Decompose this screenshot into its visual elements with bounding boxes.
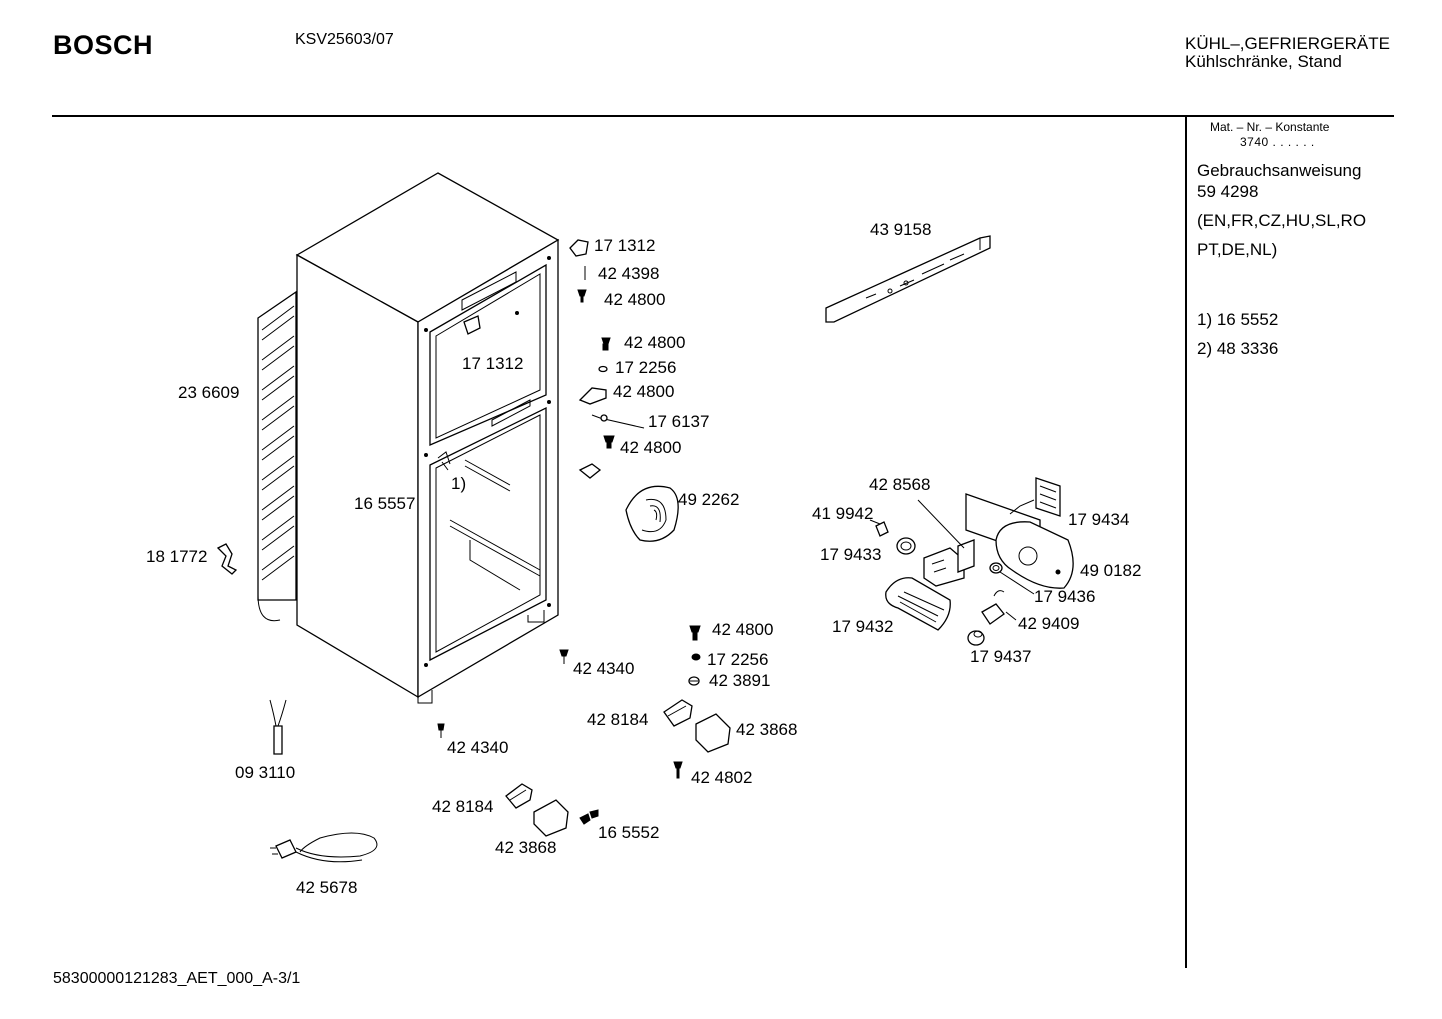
top-hinge-part bbox=[569, 239, 589, 257]
leader-line bbox=[917, 499, 1035, 621]
part-label: 42 4800 bbox=[613, 382, 674, 401]
part-label: 17 9436 bbox=[1034, 587, 1095, 606]
part-label: 42 4800 bbox=[620, 438, 681, 457]
part-label: 42 8184 bbox=[587, 710, 648, 729]
note-2: 2) 48 3336 bbox=[1197, 339, 1279, 358]
languages-line2: PT,DE,NL) bbox=[1197, 240, 1278, 259]
mat-nr-value: 3740 . . . . . . bbox=[1240, 135, 1315, 149]
part-label: 17 1312 bbox=[594, 236, 655, 255]
lamp-socket-part bbox=[923, 547, 965, 587]
part-label: 42 8568 bbox=[869, 475, 930, 494]
part-label: 17 9437 bbox=[970, 647, 1031, 666]
manual-number: 59 4298 bbox=[1197, 182, 1259, 201]
lamp-holder-part bbox=[896, 537, 916, 555]
part-label: 42 4340 bbox=[573, 659, 634, 678]
part-label: 42 4340 bbox=[447, 738, 508, 757]
seal-ring-part bbox=[989, 562, 1003, 574]
bracket-part bbox=[216, 543, 238, 575]
languages-line1: (EN,FR,CZ,HU,SL,RO bbox=[1197, 211, 1367, 230]
part-label: 17 9433 bbox=[820, 545, 881, 564]
cabinet-body bbox=[295, 172, 560, 704]
washer-part bbox=[598, 365, 608, 373]
screw-part bbox=[579, 809, 599, 825]
model-number: KSV25603/07 bbox=[295, 31, 394, 48]
part-label: 17 9432 bbox=[832, 617, 893, 636]
part-label: 42 4398 bbox=[598, 264, 659, 283]
screw-part bbox=[601, 337, 611, 351]
part-label: 17 2256 bbox=[615, 358, 676, 377]
foot-cover-part bbox=[695, 713, 731, 753]
manual-label: Gebrauchsanweisung bbox=[1197, 161, 1362, 180]
washer-part bbox=[691, 653, 701, 661]
part-label: 42 3868 bbox=[495, 838, 556, 857]
part-label: 17 2256 bbox=[707, 650, 768, 669]
part-label: 49 2262 bbox=[678, 490, 739, 509]
brand-logo: BOSCH bbox=[53, 30, 154, 60]
thermostat-housing-part bbox=[965, 493, 1074, 589]
document-code: 58300000121283_AET_000_A-3/1 bbox=[53, 970, 301, 987]
part-label: 42 3868 bbox=[736, 720, 797, 739]
part-label: 23 6609 bbox=[178, 383, 239, 402]
bulb-part bbox=[869, 519, 889, 537]
part-label: 42 5678 bbox=[296, 878, 357, 897]
part-label: 42 4800 bbox=[624, 333, 685, 352]
sidebar-divider bbox=[1185, 116, 1187, 968]
bracket-part bbox=[663, 699, 693, 727]
part-label: 17 6137 bbox=[648, 412, 709, 431]
screw-part bbox=[437, 723, 445, 738]
part-label: 43 9158 bbox=[870, 220, 931, 239]
power-cord-part bbox=[270, 832, 378, 863]
part-label: 17 9434 bbox=[1068, 510, 1129, 529]
screw-part bbox=[673, 761, 683, 779]
sensor-part bbox=[269, 699, 287, 755]
part-label: 16 5557 bbox=[354, 494, 415, 513]
note-reference: 1) bbox=[451, 474, 466, 493]
connector-part bbox=[1009, 477, 1061, 517]
part-label: 16 5552 bbox=[598, 823, 659, 842]
foot-cover-part bbox=[533, 799, 569, 837]
screw-part bbox=[577, 289, 587, 303]
part-label: 42 3891 bbox=[709, 671, 770, 690]
part-label: 18 1772 bbox=[146, 547, 207, 566]
control-panel-part bbox=[825, 235, 991, 323]
fan-cover-part bbox=[625, 485, 679, 542]
category-title: KÜHL–,GEFRIERGERÄTE bbox=[1185, 34, 1390, 53]
screw-part bbox=[603, 435, 615, 449]
condenser-coil bbox=[257, 290, 297, 622]
category-block: KÜHL–,GEFRIERGERÄTE Kühlschränke, Stand bbox=[1185, 35, 1390, 71]
mat-nr-label: Mat. – Nr. – Konstante bbox=[1210, 120, 1330, 134]
pcb-part bbox=[957, 539, 975, 573]
screw-part bbox=[559, 649, 569, 664]
bracket-part bbox=[505, 783, 533, 809]
switch-part bbox=[981, 590, 1005, 625]
lamp-cover-part bbox=[885, 577, 951, 631]
clip-part bbox=[578, 463, 602, 479]
part-label: 09 3110 bbox=[235, 763, 295, 782]
part-label: 42 4800 bbox=[604, 290, 665, 309]
part-label: 42 8184 bbox=[432, 797, 493, 816]
part-label: 41 9942 bbox=[812, 504, 873, 523]
part-label: 17 1312 bbox=[462, 354, 523, 373]
note-1: 1) 16 5552 bbox=[1197, 310, 1279, 329]
screw-part bbox=[689, 625, 701, 641]
bracket-part bbox=[578, 387, 607, 405]
header-divider bbox=[52, 115, 1394, 117]
part-label: 49 0182 bbox=[1080, 561, 1141, 580]
part-label: 42 4802 bbox=[691, 768, 752, 787]
wire-part bbox=[591, 414, 645, 429]
nut-part bbox=[688, 676, 700, 686]
knob-part bbox=[967, 630, 985, 646]
category-subtitle: Kühlschränke, Stand bbox=[1185, 52, 1342, 71]
part-label: 42 4800 bbox=[712, 620, 773, 639]
part-label: 42 9409 bbox=[1018, 614, 1079, 633]
